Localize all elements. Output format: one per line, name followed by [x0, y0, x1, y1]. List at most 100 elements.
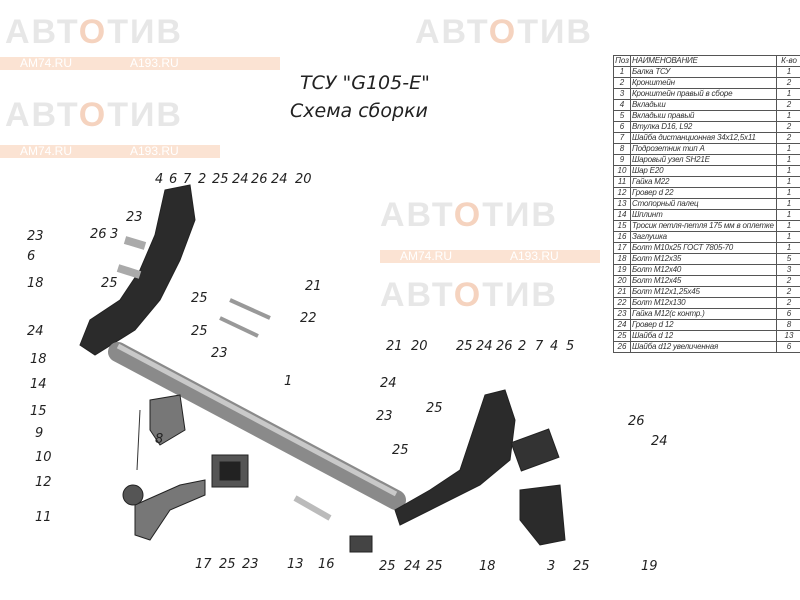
callout-23: 23 [27, 229, 44, 244]
callout-26: 26 [251, 172, 268, 187]
row-qty: 1 [776, 110, 800, 122]
row-pos: 2 [613, 77, 631, 89]
row-qty: 1 [776, 143, 800, 155]
callout-1: 1 [284, 374, 292, 389]
callout-24: 24 [404, 559, 421, 574]
callout-24: 24 [271, 172, 288, 187]
row-name: Вкладыш [630, 99, 777, 111]
row-qty: 8 [776, 319, 800, 331]
callout-23: 23 [126, 210, 143, 225]
header-name: НАИМЕНОВАНИЕ [630, 55, 777, 67]
row-name: Болт M12х130 [630, 297, 777, 309]
callout-20: 20 [411, 339, 428, 354]
callout-26: 26 [90, 227, 107, 242]
callout-24: 24 [380, 376, 397, 391]
row-pos: 13 [613, 198, 631, 210]
row-qty: 2 [776, 77, 800, 89]
row-pos: 15 [613, 220, 631, 232]
row-qty: 1 [776, 176, 800, 188]
tow-beam [108, 342, 406, 510]
row-pos: 18 [613, 253, 631, 265]
row-qty: 6 [776, 308, 800, 320]
callout-24: 24 [27, 324, 44, 339]
row-pos: 16 [613, 231, 631, 243]
row-pos: 5 [613, 110, 631, 122]
callout-3: 3 [110, 227, 118, 242]
row-name: Тросик петля-петля 175 мм в оплетке [630, 220, 777, 232]
callout-24: 24 [476, 339, 493, 354]
row-name: Заглушка [630, 231, 777, 243]
callout-2: 2 [198, 172, 206, 187]
callout-25: 25 [212, 172, 229, 187]
row-pos: 21 [613, 286, 631, 298]
callout-8: 8 [155, 432, 163, 447]
callout-25: 25 [426, 401, 443, 416]
callout-24: 24 [651, 434, 668, 449]
callout-4: 4 [155, 172, 163, 187]
row-qty: 2 [776, 275, 800, 287]
callout-4: 4 [550, 339, 558, 354]
row-pos: 9 [613, 154, 631, 166]
callout-18: 18 [30, 352, 47, 367]
callout-22: 22 [300, 311, 317, 326]
row-qty: 2 [776, 132, 800, 144]
lock-pin [293, 495, 332, 521]
callout-25: 25 [191, 291, 208, 306]
row-pos: 6 [613, 121, 631, 133]
callout-10: 10 [35, 450, 52, 465]
row-qty: 5 [776, 253, 800, 265]
callout-13: 13 [287, 557, 304, 572]
row-qty: 1 [776, 231, 800, 243]
right-bracket-assembly [519, 484, 566, 546]
callout-19: 19 [641, 559, 658, 574]
row-pos: 8 [613, 143, 631, 155]
callout-6: 6 [27, 249, 35, 264]
row-pos: 17 [613, 242, 631, 254]
row-qty: 1 [776, 165, 800, 177]
row-pos: 19 [613, 264, 631, 276]
callout-18: 18 [27, 276, 44, 291]
row-name: Втулка D16, L92 [630, 121, 777, 133]
callout-7: 7 [535, 339, 544, 354]
row-name: Подрозетник тип А [630, 143, 777, 155]
drawing-subtitle: Схема сборки [290, 100, 428, 122]
callout-25: 25 [101, 276, 118, 291]
row-qty: 1 [776, 154, 800, 166]
row-qty: 2 [776, 99, 800, 111]
row-name: Стопорный палец [630, 198, 777, 210]
sleeve-6a [116, 264, 142, 279]
callout-23: 23 [242, 557, 259, 572]
callout-25: 25 [573, 559, 590, 574]
row-name: Гровер d 12 [630, 319, 777, 331]
row-name: Гайка M12(с контр.) [630, 308, 777, 320]
row-name: Болт M12х35 [630, 253, 777, 265]
callout-11: 11 [35, 510, 52, 525]
row-pos: 10 [613, 165, 631, 177]
row-name: Болт M12х1,25х45 [630, 286, 777, 298]
row-name: Шплинт [630, 209, 777, 221]
cable [136, 409, 141, 471]
table-header: Поз НАИМЕНОВАНИЕ К-во [613, 55, 800, 67]
row-name: Шайба дистанционная 34х12,5х11 [630, 132, 777, 144]
row-pos: 4 [613, 99, 631, 111]
row-name: Шайба d 12 [630, 330, 777, 342]
callout-2: 2 [518, 339, 526, 354]
bolt-22b [219, 316, 259, 338]
callout-25: 25 [392, 443, 409, 458]
row-qty: 1 [776, 198, 800, 210]
row-qty: 1 [776, 220, 800, 232]
